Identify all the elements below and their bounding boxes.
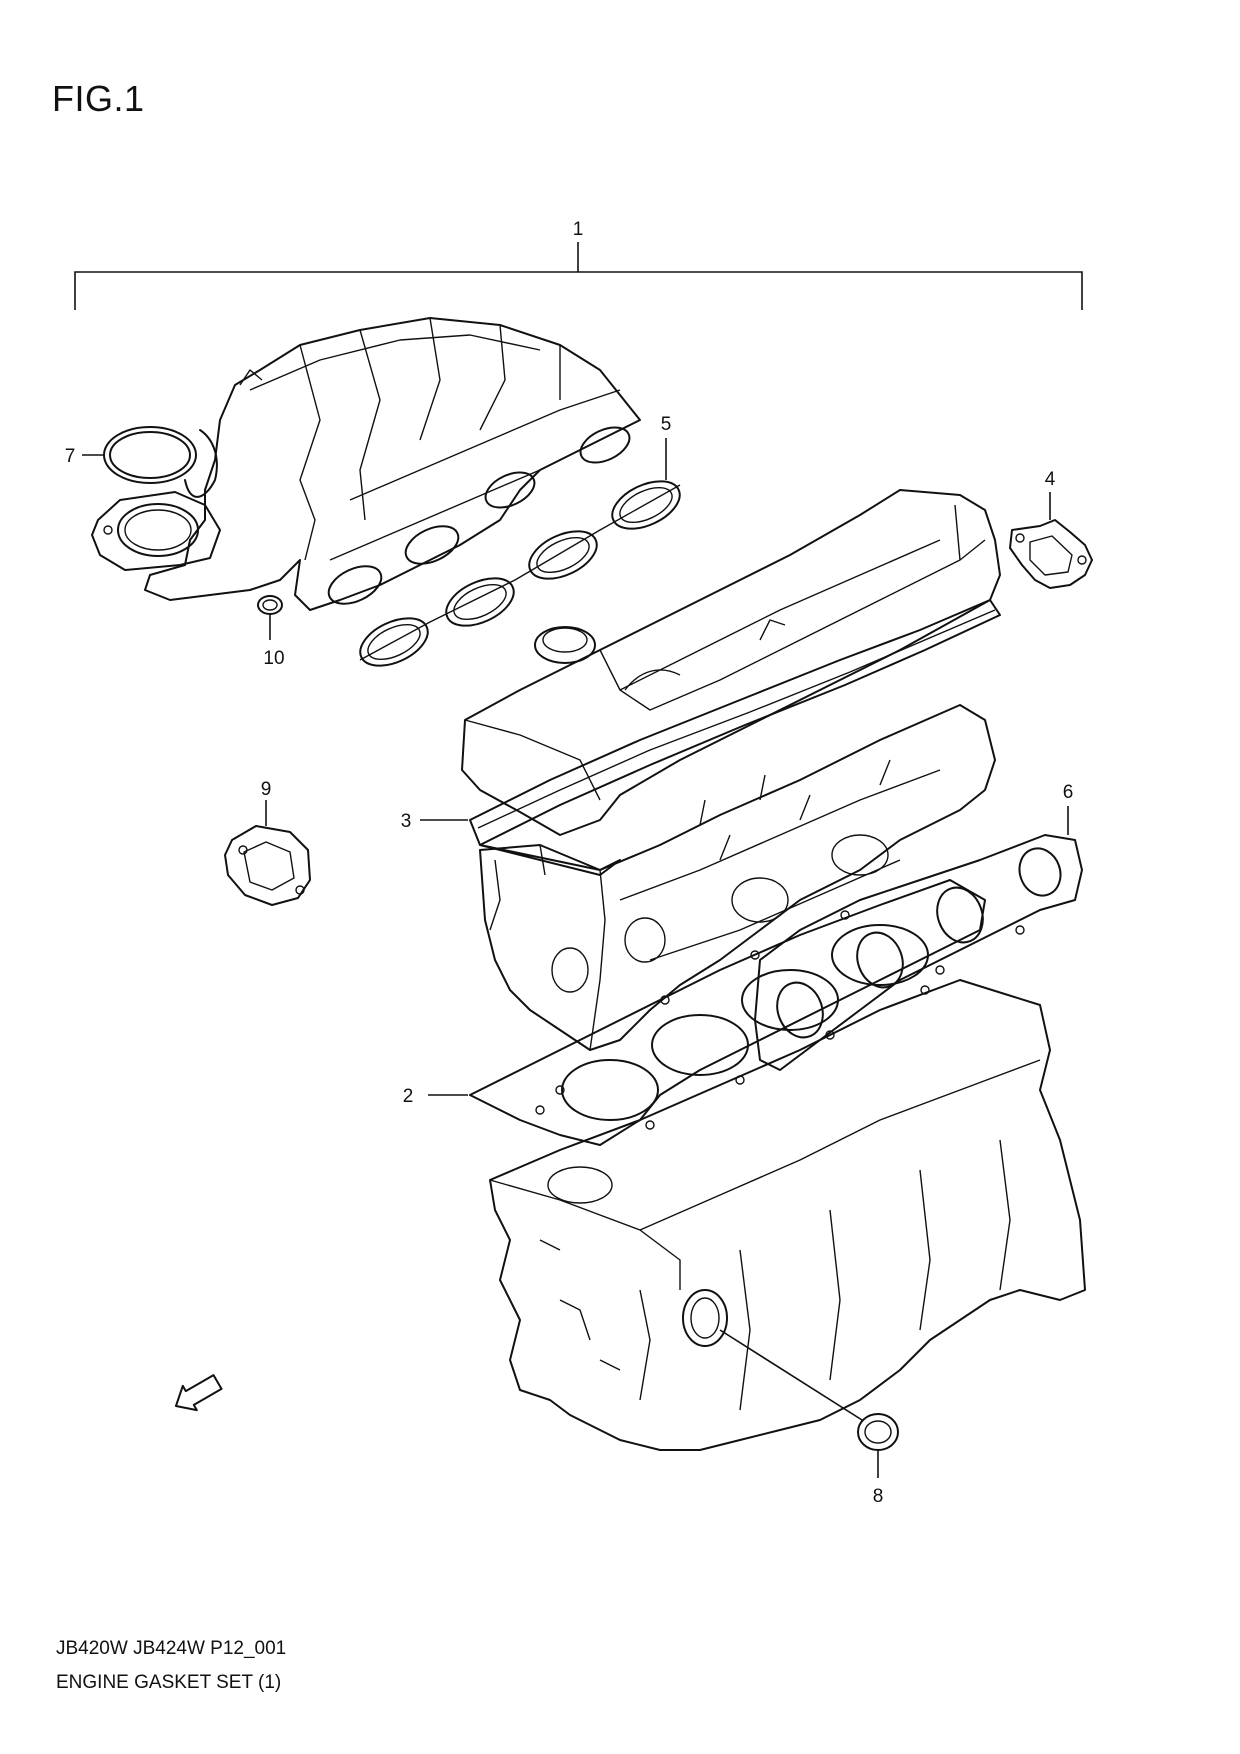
- intake-manifold: [144, 317, 641, 611]
- throttle-body-o-ring: [82, 426, 197, 484]
- intake-manifold-gaskets: [359, 438, 681, 667]
- callout-5: 5: [661, 414, 672, 435]
- cylinder-block: [489, 979, 1086, 1451]
- cylinder-head: [479, 704, 996, 1051]
- figure-caption: ENGINE GASKET SET (1): [56, 1672, 282, 1693]
- callout-6: 6: [1063, 782, 1074, 803]
- thermostat-gasket: [224, 800, 311, 906]
- callout-2: 2: [403, 1086, 414, 1107]
- cylinder-head-cover: [461, 489, 1001, 836]
- callout-3: 3: [401, 811, 412, 832]
- model-code: JB420W JB424W P12_001: [56, 1638, 287, 1659]
- callout-9: 9: [261, 779, 272, 800]
- callout-7: 7: [65, 446, 76, 467]
- head-cover-gasket: [420, 599, 1001, 876]
- callout-8: 8: [873, 1486, 884, 1507]
- callout-10: 10: [263, 648, 284, 669]
- cylinder-head-gasket: [428, 879, 986, 1146]
- kit-bracket: [74, 242, 1083, 310]
- throttle-body-gasket: [91, 491, 221, 571]
- figure-title: FIG.1: [52, 78, 145, 119]
- figure-footer: JB420W JB424W P12_001 ENGINE GASKET SET …: [56, 1632, 286, 1700]
- small-seal: [257, 595, 283, 640]
- crankshaft-oil-seal: [719, 1329, 899, 1478]
- callout-1: 1: [573, 219, 584, 240]
- water-outlet-gasket: [1009, 492, 1093, 589]
- fwd-arrow-icon: FWD: [174, 1374, 223, 1412]
- exhaust-manifold-gasket: [754, 806, 1083, 1071]
- callout-4: 4: [1045, 469, 1056, 490]
